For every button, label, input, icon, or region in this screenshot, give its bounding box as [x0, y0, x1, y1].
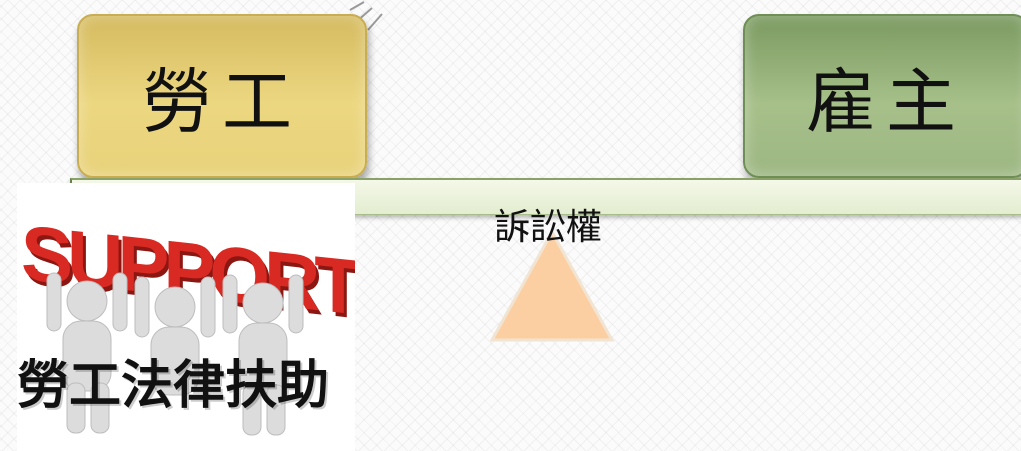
- pivot-label: 訴訟權: [493, 207, 602, 248]
- fulcrum-triangle: [489, 228, 615, 342]
- support-caption: 勞工法律扶助: [17, 355, 330, 416]
- labor-box: 勞工: [77, 14, 367, 178]
- support-illustration: SUPPORT SUPPORT: [17, 183, 355, 451]
- support-people-illustration: SUPPORT SUPPORT: [21, 208, 355, 436]
- employer-box: 雇主: [743, 14, 1021, 178]
- labor-label: 勞工: [142, 60, 302, 143]
- employer-label: 雇主: [806, 60, 966, 143]
